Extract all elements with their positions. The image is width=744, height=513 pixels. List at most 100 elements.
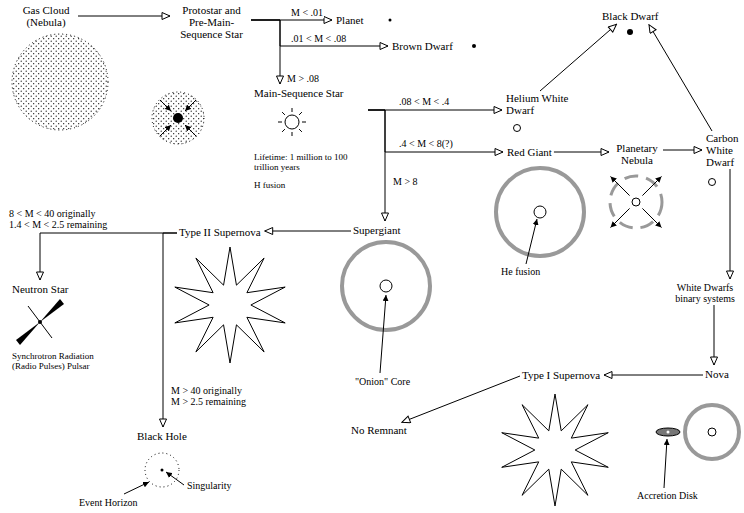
white-dwarf-in-disk	[667, 431, 670, 434]
stage-name: Planetary Nebula	[613, 142, 661, 166]
stage-node: Black Dwarf	[600, 9, 661, 23]
pulsar-beam	[16, 322, 40, 345]
sun-rays	[278, 108, 306, 136]
planetary-nebula-core	[632, 198, 640, 206]
stage-note: H fusion	[254, 180, 366, 190]
stage-name: Main-Sequence Star	[254, 87, 366, 99]
stage-note: Lifetime: 1 million to 100 trillion year…	[254, 152, 366, 172]
stage-node: Carbon White Dwarf	[704, 131, 742, 169]
stage-node: Planet	[334, 13, 366, 27]
singularity-dot	[161, 469, 164, 472]
stage-node: Neutron StarSynchrotron Radiation (Radio…	[10, 282, 106, 372]
evolution-arrow	[251, 20, 280, 84]
stage-name: Helium White Dwarf	[506, 92, 574, 116]
part-label: Accretion Disk	[636, 490, 699, 501]
evolution-arrow	[540, 24, 617, 91]
gas-cloud	[12, 34, 108, 130]
evolution-arrow	[663, 150, 702, 151]
mass-condition: M > 8	[392, 176, 419, 187]
red-giant-envelope	[496, 168, 584, 256]
planetary-nebula-shell	[610, 176, 662, 228]
stage-node: Gas Cloud (Nebula)	[14, 3, 78, 29]
sun-symbol	[285, 115, 299, 129]
evolution-arrow	[368, 110, 503, 152]
supernova-burst	[502, 394, 609, 506]
mass-condition: .08 < M < .4	[398, 96, 450, 107]
supergiant-envelope	[342, 242, 430, 330]
evolution-arrow	[402, 376, 520, 422]
stage-node: Type II Supernova	[177, 225, 263, 239]
stage-node: Black Hole	[135, 429, 189, 443]
protostar-cloud	[152, 92, 204, 144]
stage-name: Black Dwarf	[602, 10, 659, 22]
evolution-arrow	[604, 375, 703, 376]
stage-name: Supergiant	[353, 224, 400, 236]
stage-name: Gas Cloud (Nebula)	[16, 4, 76, 28]
stage-node: Main-Sequence StarLifetime: 1 million to…	[252, 86, 368, 191]
part-label: He fusion	[500, 266, 541, 277]
stage-node: No Remnant	[349, 423, 409, 437]
leader-line	[166, 472, 184, 485]
protostar-core	[173, 113, 183, 123]
accretion-disk	[656, 428, 680, 436]
stage-node: Type I Supernova	[520, 368, 602, 382]
stage-name: Nova	[705, 368, 729, 380]
mass-condition: M > 40 originally M > 2.5 remaining	[170, 385, 252, 407]
mass-condition: 8 < M < 40 originally 1.4 < M < 2.5 rema…	[8, 208, 110, 230]
part-label: Event Horizon	[78, 497, 139, 508]
stage-name: Red Giant	[507, 146, 552, 158]
leader-line	[526, 219, 537, 264]
stage-name: Type II Supernova	[179, 226, 261, 238]
stage-name: Carbon White Dwarf	[706, 132, 740, 168]
stage-node: Brown Dwarf	[390, 39, 455, 53]
stage-node: White Dwarfs binary systems	[670, 281, 740, 305]
black-dwarf-dot	[627, 29, 633, 35]
evolution-arrow	[368, 110, 502, 111]
companion-star	[685, 405, 739, 459]
leader-line	[380, 295, 386, 373]
stage-name: Type I Supernova	[522, 369, 600, 381]
stage-name: Protostar and Pre-Main-Sequence Star	[174, 4, 249, 40]
planet-dot	[389, 19, 392, 22]
helium-white-dwarf-symbol	[514, 125, 521, 132]
evolution-arrow	[265, 231, 351, 232]
mass-condition: .01 < M < .08	[290, 33, 347, 44]
evolution-arrow	[251, 20, 388, 46]
neutron-star-dot	[38, 320, 42, 324]
stage-name: Brown Dwarf	[392, 40, 453, 52]
mass-condition: M > .08	[286, 73, 320, 84]
stage-node: Protostar and Pre-Main-Sequence Star	[172, 3, 251, 41]
stage-node: Red Giant	[505, 145, 554, 159]
stage-name: Neutron Star	[12, 283, 104, 295]
stage-node: Nova	[703, 367, 731, 381]
stage-node: Supergiant	[351, 223, 402, 237]
stage-node: Helium White Dwarf	[504, 91, 576, 117]
pulsar-beam	[40, 299, 64, 322]
mass-condition: M < .01	[290, 7, 324, 18]
evolution-arrow	[714, 305, 715, 365]
stage-name: Planet	[336, 14, 364, 26]
evolution-arrow	[730, 169, 731, 279]
supergiant-core	[380, 280, 392, 292]
stage-name: Black Hole	[137, 430, 187, 442]
evolution-arrow	[554, 152, 609, 153]
red-giant-core	[534, 206, 546, 218]
stage-note: Synchrotron Radiation (Radio Pulses) Pul…	[12, 351, 104, 371]
stage-node: Planetary Nebula	[611, 141, 663, 167]
leader-line	[124, 482, 149, 494]
evolution-arrow	[78, 16, 170, 17]
stage-name: White Dwarfs binary systems	[672, 282, 738, 304]
part-label: Singularity	[186, 480, 232, 491]
collapse-arrows	[160, 100, 196, 136]
pulsar-axis	[28, 306, 52, 338]
stage-name: No Remnant	[351, 424, 407, 436]
carbon-white-dwarf-symbol	[709, 179, 716, 186]
evolution-arrow	[40, 233, 177, 280]
expansion-arrows	[611, 177, 662, 228]
companion-core	[708, 428, 716, 436]
event-horizon	[145, 453, 179, 487]
brown-dwarf-dot	[472, 44, 476, 48]
